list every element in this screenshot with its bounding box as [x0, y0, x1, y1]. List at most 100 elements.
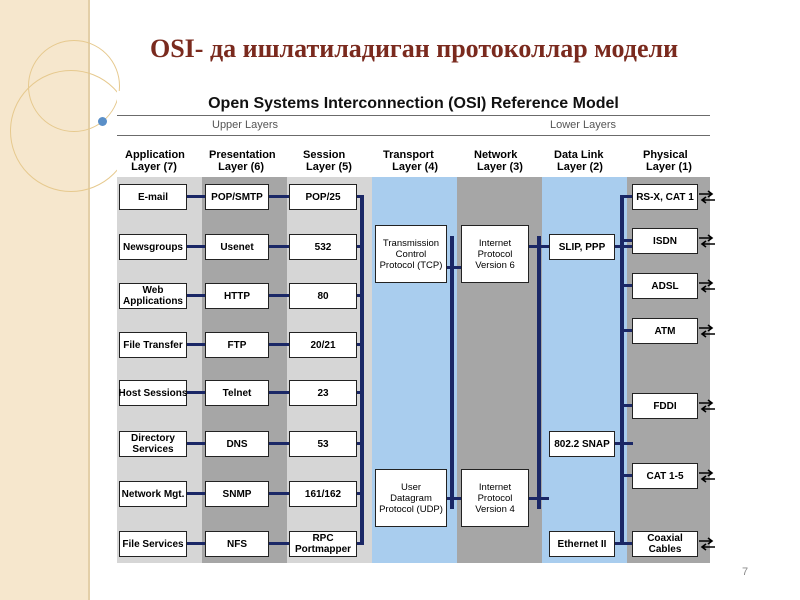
- physical-item: ATM: [632, 318, 698, 344]
- presentation-item: Usenet: [205, 234, 269, 260]
- wire-sess-rail: [357, 492, 364, 495]
- presentation-item: FTP: [205, 332, 269, 358]
- wire-pres-sess: [269, 343, 293, 346]
- transport-tcp-box: Transmission Control Protocol (TCP): [375, 225, 447, 283]
- double-arrow-icon: [699, 190, 715, 204]
- double-arrow-icon: [699, 324, 715, 338]
- wire-rail-phys: [620, 195, 632, 198]
- wire-app-pres: [187, 294, 207, 297]
- session-item: 532: [289, 234, 357, 260]
- presentation-item: NFS: [205, 531, 269, 557]
- double-arrow-icon: [699, 399, 715, 413]
- header-transport: Transport Layer (4): [383, 149, 439, 173]
- presentation-item: POP/SMTP: [205, 184, 269, 210]
- application-item: File Services: [119, 531, 187, 557]
- presentation-item: DNS: [205, 431, 269, 457]
- double-arrow-icon: [699, 234, 715, 248]
- datalink-item: 802.2 SNAP: [549, 431, 615, 457]
- application-item: E-mail: [119, 184, 187, 210]
- wire-sess-rail: [357, 542, 364, 545]
- network-ipv6-box: Internet Protocol Version 6: [461, 225, 529, 283]
- wire-net-dl: [529, 497, 549, 500]
- upper-layers-label: Upper Layers: [212, 119, 279, 131]
- network-datalink-rail: [537, 236, 541, 509]
- wire-pres-sess: [269, 492, 293, 495]
- datalink-physical-rail: [620, 196, 624, 545]
- presentation-item: SNMP: [205, 481, 269, 507]
- physical-item: ISDN: [632, 228, 698, 254]
- session-item: POP/25: [289, 184, 357, 210]
- wire-dl-phys: [615, 542, 633, 545]
- application-item: Newsgroups: [119, 234, 187, 260]
- application-item: Directory Services: [119, 431, 187, 457]
- decorative-circle: [10, 70, 132, 192]
- wire-app-pres: [187, 442, 207, 445]
- wire-rail-phys: [620, 239, 632, 242]
- wire-sess-rail: [357, 343, 364, 346]
- decorative-dot: [98, 117, 107, 126]
- application-item: Web Applications: [119, 283, 187, 309]
- wire-app-pres: [187, 542, 207, 545]
- wire-sess-rail: [357, 391, 364, 394]
- wire-trans-net: [447, 266, 461, 269]
- wire-pres-sess: [269, 294, 293, 297]
- physical-item: RS-X, CAT 1: [632, 184, 698, 210]
- physical-item: CAT 1-5: [632, 463, 698, 489]
- physical-item: Coaxial Cables: [632, 531, 698, 557]
- wire-app-pres: [187, 391, 207, 394]
- header-physical: Physical Layer (1): [643, 149, 692, 173]
- wire-app-pres: [187, 245, 207, 248]
- lower-layers-label: Lower Layers: [550, 119, 617, 131]
- transport-network-rail: [450, 236, 454, 509]
- physical-item: ADSL: [632, 273, 698, 299]
- wire-pres-sess: [269, 442, 293, 445]
- wire-app-pres: [187, 343, 207, 346]
- application-item: Host Sessions: [119, 380, 187, 406]
- group-divider-line: [117, 135, 710, 136]
- session-transport-rail: [360, 196, 364, 545]
- session-item: 53: [289, 431, 357, 457]
- presentation-item: Telnet: [205, 380, 269, 406]
- double-arrow-icon: [699, 279, 715, 293]
- transport-udp-box: User Datagram Protocol (UDP): [375, 469, 447, 527]
- osi-diagram: Open Systems Interconnection (OSI) Refer…: [117, 91, 715, 565]
- session-item: RPC Portmapper: [289, 531, 357, 557]
- wire-pres-sess: [269, 195, 293, 198]
- page-number: 7: [742, 566, 749, 578]
- wire-app-pres: [187, 195, 207, 198]
- session-item: 23: [289, 380, 357, 406]
- diagram-title: Open Systems Interconnection (OSI) Refer…: [208, 95, 619, 112]
- wire-rail-phys: [620, 284, 632, 287]
- header-session: Session Layer (5): [303, 149, 352, 173]
- double-arrow-icon: [699, 537, 715, 551]
- wire-rail-phys: [620, 474, 632, 477]
- wire-sess-rail: [357, 294, 364, 297]
- wire-rail-phys: [620, 329, 632, 332]
- slide-title: OSI- да ишлатиладиган протоколлар модели: [150, 34, 679, 63]
- wire-rail-phys: [620, 404, 632, 407]
- session-item: 20/21: [289, 332, 357, 358]
- datalink-item: SLIP, PPP: [549, 234, 615, 260]
- upper-divider-line: [117, 115, 710, 116]
- wire-dl-phys: [615, 442, 633, 445]
- sidebar-divider: [88, 0, 90, 600]
- application-item: Network Mgt.: [119, 481, 187, 507]
- wire-app-pres: [187, 492, 207, 495]
- wire-pres-sess: [269, 245, 293, 248]
- wire-sess-rail: [357, 442, 364, 445]
- header-network: Network Layer (3): [474, 149, 523, 173]
- wire-sess-rail: [357, 245, 364, 248]
- wire-trans-net: [447, 497, 461, 500]
- application-item: File Transfer: [119, 332, 187, 358]
- presentation-item: HTTP: [205, 283, 269, 309]
- wire-pres-sess: [269, 391, 293, 394]
- header-presentation: Presentation Layer (6): [209, 149, 276, 173]
- header-application: Application Layer (7): [125, 149, 185, 173]
- physical-item: FDDI: [632, 393, 698, 419]
- session-item: 161/162: [289, 481, 357, 507]
- session-item: 80: [289, 283, 357, 309]
- datalink-item: Ethernet II: [549, 531, 615, 557]
- header-datalink: Data Link Layer (2): [554, 149, 604, 173]
- wire-dl-phys: [615, 245, 633, 248]
- network-ipv4-box: Internet Protocol Version 4: [461, 469, 529, 527]
